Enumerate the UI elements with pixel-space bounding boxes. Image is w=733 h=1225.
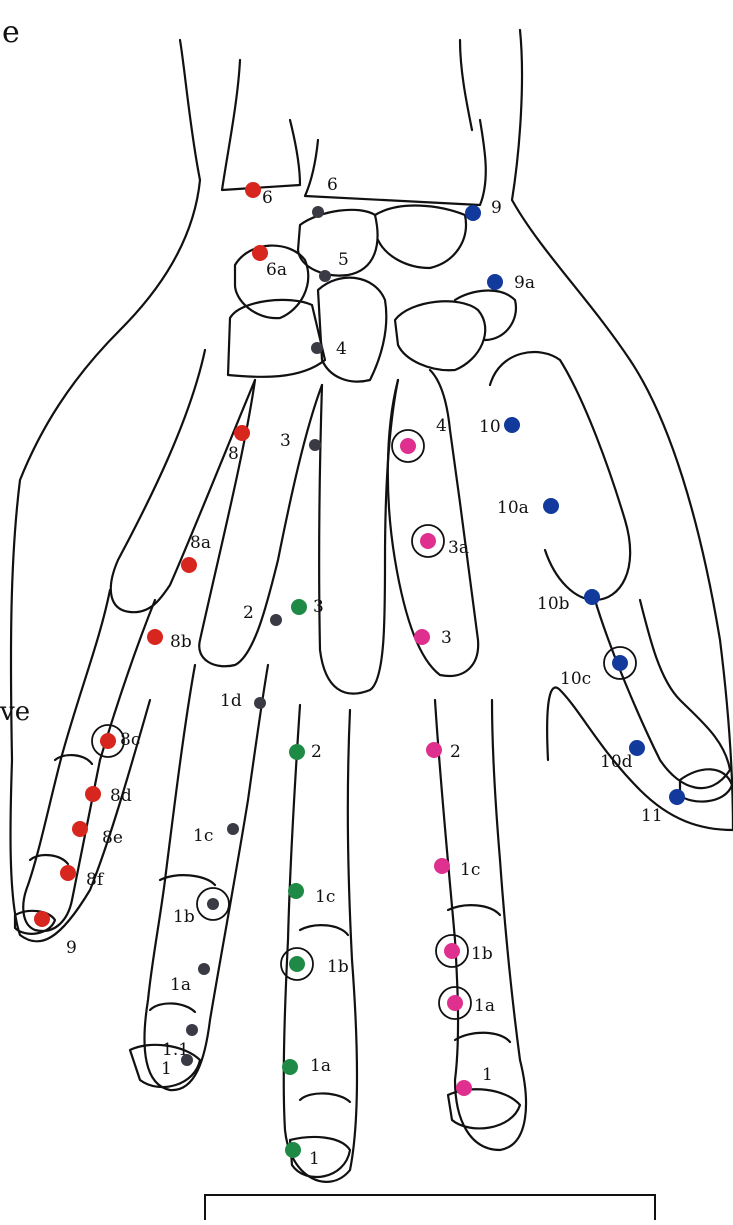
green-point-1c xyxy=(288,883,304,899)
blue-point-10 xyxy=(504,417,520,433)
green-point-label-1b: 1b xyxy=(327,957,349,977)
red-point-label-8: 8 xyxy=(228,444,239,464)
green-point-1 xyxy=(285,1142,301,1158)
red-point-8c xyxy=(100,733,116,749)
blue-point-label-10c: 10c xyxy=(560,669,591,689)
dark-point-1c xyxy=(227,823,239,835)
blue-point-label-10b: 10b xyxy=(537,594,570,614)
dark-point-label-5: 5 xyxy=(338,250,349,270)
red-point-label-8d: 8d xyxy=(110,786,132,806)
dark-point-1d xyxy=(254,697,266,709)
pink-point-2 xyxy=(426,742,442,758)
pink-point-label-4: 4 xyxy=(436,416,447,436)
pink-point-label-1: 1 xyxy=(482,1065,493,1085)
dark-point-2 xyxy=(270,614,282,626)
pink-point-1c xyxy=(434,858,450,874)
dark-point-6 xyxy=(312,206,324,218)
red-point-8 xyxy=(234,425,250,441)
blue-point-10c xyxy=(612,655,628,671)
red-point-8e xyxy=(72,821,88,837)
green-point-3 xyxy=(291,599,307,615)
red-point-label-6: 6 xyxy=(262,188,273,208)
hand-outline xyxy=(10,30,733,1182)
dark-point-label-3: 3 xyxy=(280,431,291,451)
dark-point-label-1c: 1c xyxy=(193,826,213,846)
pink-point-label-2: 2 xyxy=(450,742,461,762)
pink-point-label-3a: 3a xyxy=(448,538,469,558)
partial-text-top: e xyxy=(2,15,20,50)
red-point-8a xyxy=(181,557,197,573)
red-point-8f xyxy=(60,865,76,881)
red-point-label-8b: 8b xyxy=(170,632,192,652)
red-point-label-9: 9 xyxy=(66,938,77,958)
pink-point-1a xyxy=(447,995,463,1011)
red-point-label-8c: 8c xyxy=(120,730,140,750)
red-point-label-8f: 8f xyxy=(86,870,105,890)
dark-point-label-2: 2 xyxy=(243,603,254,623)
dark-point-1-1 xyxy=(186,1024,198,1036)
green-point-label-3: 3 xyxy=(313,597,324,617)
blue-point-label-11: 11 xyxy=(641,806,663,826)
partial-text-left: ve xyxy=(0,697,30,727)
blue-point-label-10: 10 xyxy=(479,417,501,437)
dark-point-5 xyxy=(319,270,331,282)
red-point-8d xyxy=(85,786,101,802)
pink-point-1 xyxy=(456,1080,472,1096)
dark-point-label-6: 6 xyxy=(327,175,338,195)
dark-point-label-1: 1 xyxy=(161,1059,172,1079)
blue-point-label-10a: 10a xyxy=(497,498,529,518)
pink-point-label-1c: 1c xyxy=(460,860,480,880)
green-point-label-1c: 1c xyxy=(315,887,335,907)
blue-point-label-9: 9 xyxy=(491,198,502,218)
dark-point-label-1d: 1d xyxy=(220,691,242,711)
pink-point-1b xyxy=(444,943,460,959)
pink-point-3a xyxy=(420,533,436,549)
red-point-9 xyxy=(34,911,50,927)
blue-point-label-10d: 10d xyxy=(600,752,633,772)
green-point-label-2: 2 xyxy=(311,742,322,762)
pink-point-label-1b: 1b xyxy=(471,944,493,964)
dark-point-3 xyxy=(309,439,321,451)
dark-point-label-1b: 1b xyxy=(173,907,195,927)
red-point-label-6a: 6a xyxy=(266,260,287,280)
dark-point-label-1a: 1a xyxy=(170,975,191,995)
dark-point-label-4: 4 xyxy=(336,339,347,359)
green-point-label-1: 1 xyxy=(309,1149,320,1169)
pink-point-label-3: 3 xyxy=(441,628,452,648)
bottom-box xyxy=(205,1195,655,1220)
red-point-6 xyxy=(245,182,261,198)
pink-point-label-1a: 1a xyxy=(474,996,495,1016)
dark-point-1 xyxy=(181,1054,193,1066)
acupoints: 66a88a8b8c8d8e8f9654321d1c1b1a1.11321c1b… xyxy=(34,175,685,1169)
red-point-label-8a: 8a xyxy=(190,533,211,553)
pink-point-3 xyxy=(414,629,430,645)
red-point-label-8e: 8e xyxy=(102,828,123,848)
red-point-8b xyxy=(147,629,163,645)
green-point-2 xyxy=(289,744,305,760)
blue-point-9 xyxy=(465,205,481,221)
dark-point-4 xyxy=(311,342,323,354)
green-point-1b xyxy=(289,956,305,972)
blue-point-11 xyxy=(669,789,685,805)
green-point-label-1a: 1a xyxy=(310,1056,331,1076)
dark-point-1b xyxy=(207,898,219,910)
blue-point-10a xyxy=(543,498,559,514)
blue-point-9a xyxy=(487,274,503,290)
green-point-1a xyxy=(282,1059,298,1075)
blue-point-10b xyxy=(584,589,600,605)
blue-point-label-9a: 9a xyxy=(514,273,535,293)
pink-point-4 xyxy=(400,438,416,454)
dark-point-1a xyxy=(198,963,210,975)
red-point-6a xyxy=(252,245,268,261)
